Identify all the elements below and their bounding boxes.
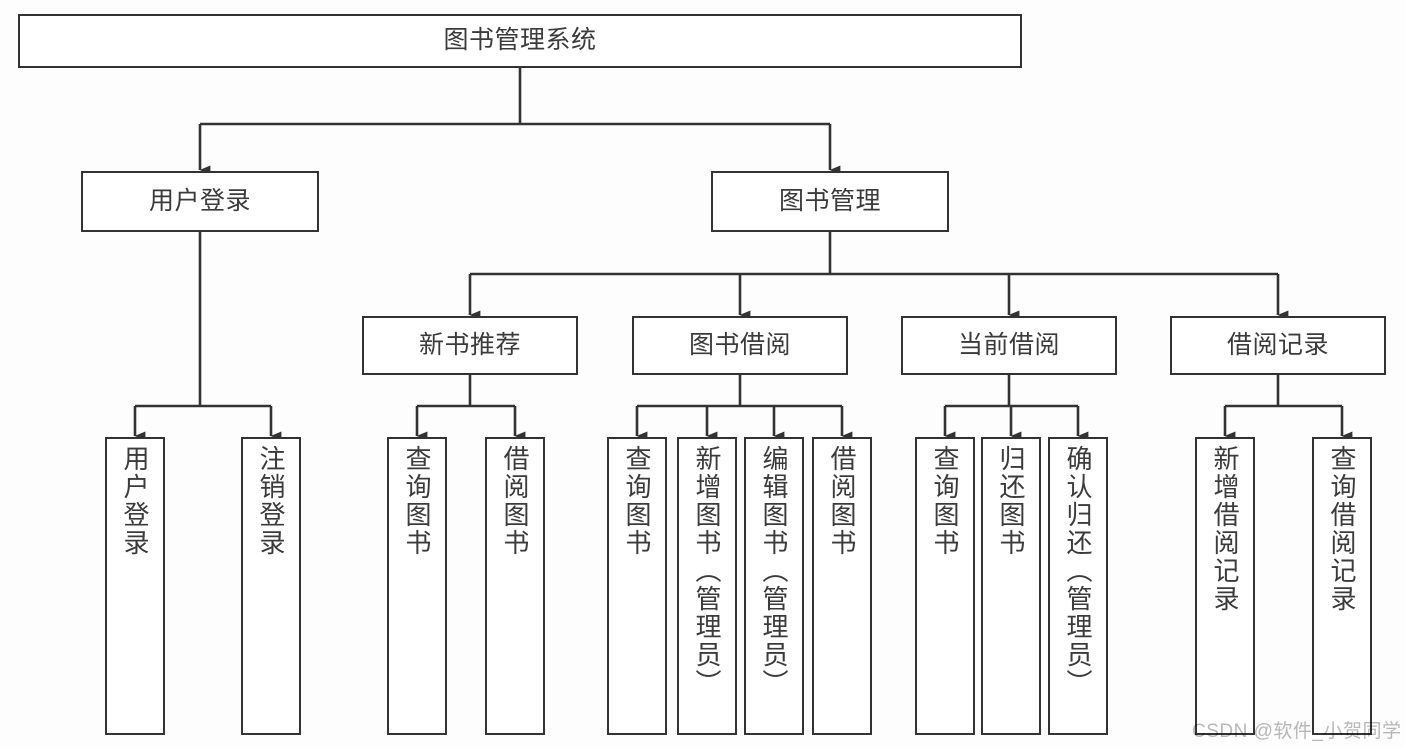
node-l2-login[interactable]: 用户登录 — [81, 171, 319, 232]
node-label-leaf-new-query: 查询图书 — [402, 445, 432, 557]
node-label-leaf-c-return: 归还图书 — [996, 445, 1026, 557]
node-leaf-b-lend[interactable]: 借阅图书 — [812, 437, 872, 735]
node-leaf-new-query[interactable]: 查询图书 — [387, 437, 447, 735]
node-label-root: 图书管理系统 — [443, 26, 597, 55]
node-label-l3-current: 当前借阅 — [957, 330, 1060, 359]
node-root[interactable]: 图书管理系统 — [18, 14, 1022, 68]
node-leaf-b-edit[interactable]: 编辑图书（管理员） — [744, 437, 804, 735]
node-label-l3-new: 新书推荐 — [418, 330, 521, 359]
node-label-l3-borrow: 图书借阅 — [688, 330, 791, 359]
node-label-leaf-c-query: 查询图书 — [930, 445, 960, 557]
node-leaf-logout[interactable]: 注销登录 — [241, 437, 301, 735]
node-label-l2-books: 图书管理 — [778, 186, 881, 215]
node-label-leaf-b-edit: 编辑图书（管理员） — [759, 445, 789, 697]
node-leaf-new-borrow[interactable]: 借阅图书 — [485, 437, 545, 735]
node-label-leaf-r-query: 查询借阅记录 — [1327, 445, 1357, 613]
node-leaf-r-query[interactable]: 查询借阅记录 — [1312, 437, 1372, 735]
node-leaf-r-add[interactable]: 新增借阅记录 — [1195, 437, 1255, 735]
node-label-leaf-user-login: 用户登录 — [120, 445, 150, 557]
node-leaf-b-add[interactable]: 新增图书（管理员） — [677, 437, 737, 735]
node-leaf-c-query[interactable]: 查询图书 — [915, 437, 975, 735]
node-l3-record[interactable]: 借阅记录 — [1170, 316, 1386, 375]
node-leaf-c-return[interactable]: 归还图书 — [981, 437, 1041, 735]
node-l2-books[interactable]: 图书管理 — [711, 171, 949, 232]
node-l3-current[interactable]: 当前借阅 — [901, 316, 1117, 375]
node-leaf-b-query[interactable]: 查询图书 — [607, 437, 667, 735]
node-label-leaf-b-lend: 借阅图书 — [827, 445, 857, 557]
node-label-leaf-r-add: 新增借阅记录 — [1210, 445, 1240, 613]
csdn-watermark: CSDN @软件_小贺同学 — [1192, 721, 1402, 742]
node-l3-borrow[interactable]: 图书借阅 — [632, 316, 848, 375]
node-label-l2-login: 用户登录 — [148, 186, 251, 215]
node-label-leaf-b-add: 新增图书（管理员） — [692, 445, 722, 697]
node-label-leaf-logout: 注销登录 — [256, 445, 286, 557]
node-label-leaf-new-borrow: 借阅图书 — [500, 445, 530, 557]
node-leaf-user-login[interactable]: 用户登录 — [105, 437, 165, 735]
node-leaf-c-confirm[interactable]: 确认归还（管理员） — [1048, 437, 1108, 735]
node-label-leaf-c-confirm: 确认归还（管理员） — [1063, 445, 1093, 697]
node-label-l3-record: 借阅记录 — [1226, 330, 1329, 359]
node-l3-new[interactable]: 新书推荐 — [362, 316, 578, 375]
node-label-leaf-b-query: 查询图书 — [622, 445, 652, 557]
connector-lines — [133, 68, 1353, 441]
